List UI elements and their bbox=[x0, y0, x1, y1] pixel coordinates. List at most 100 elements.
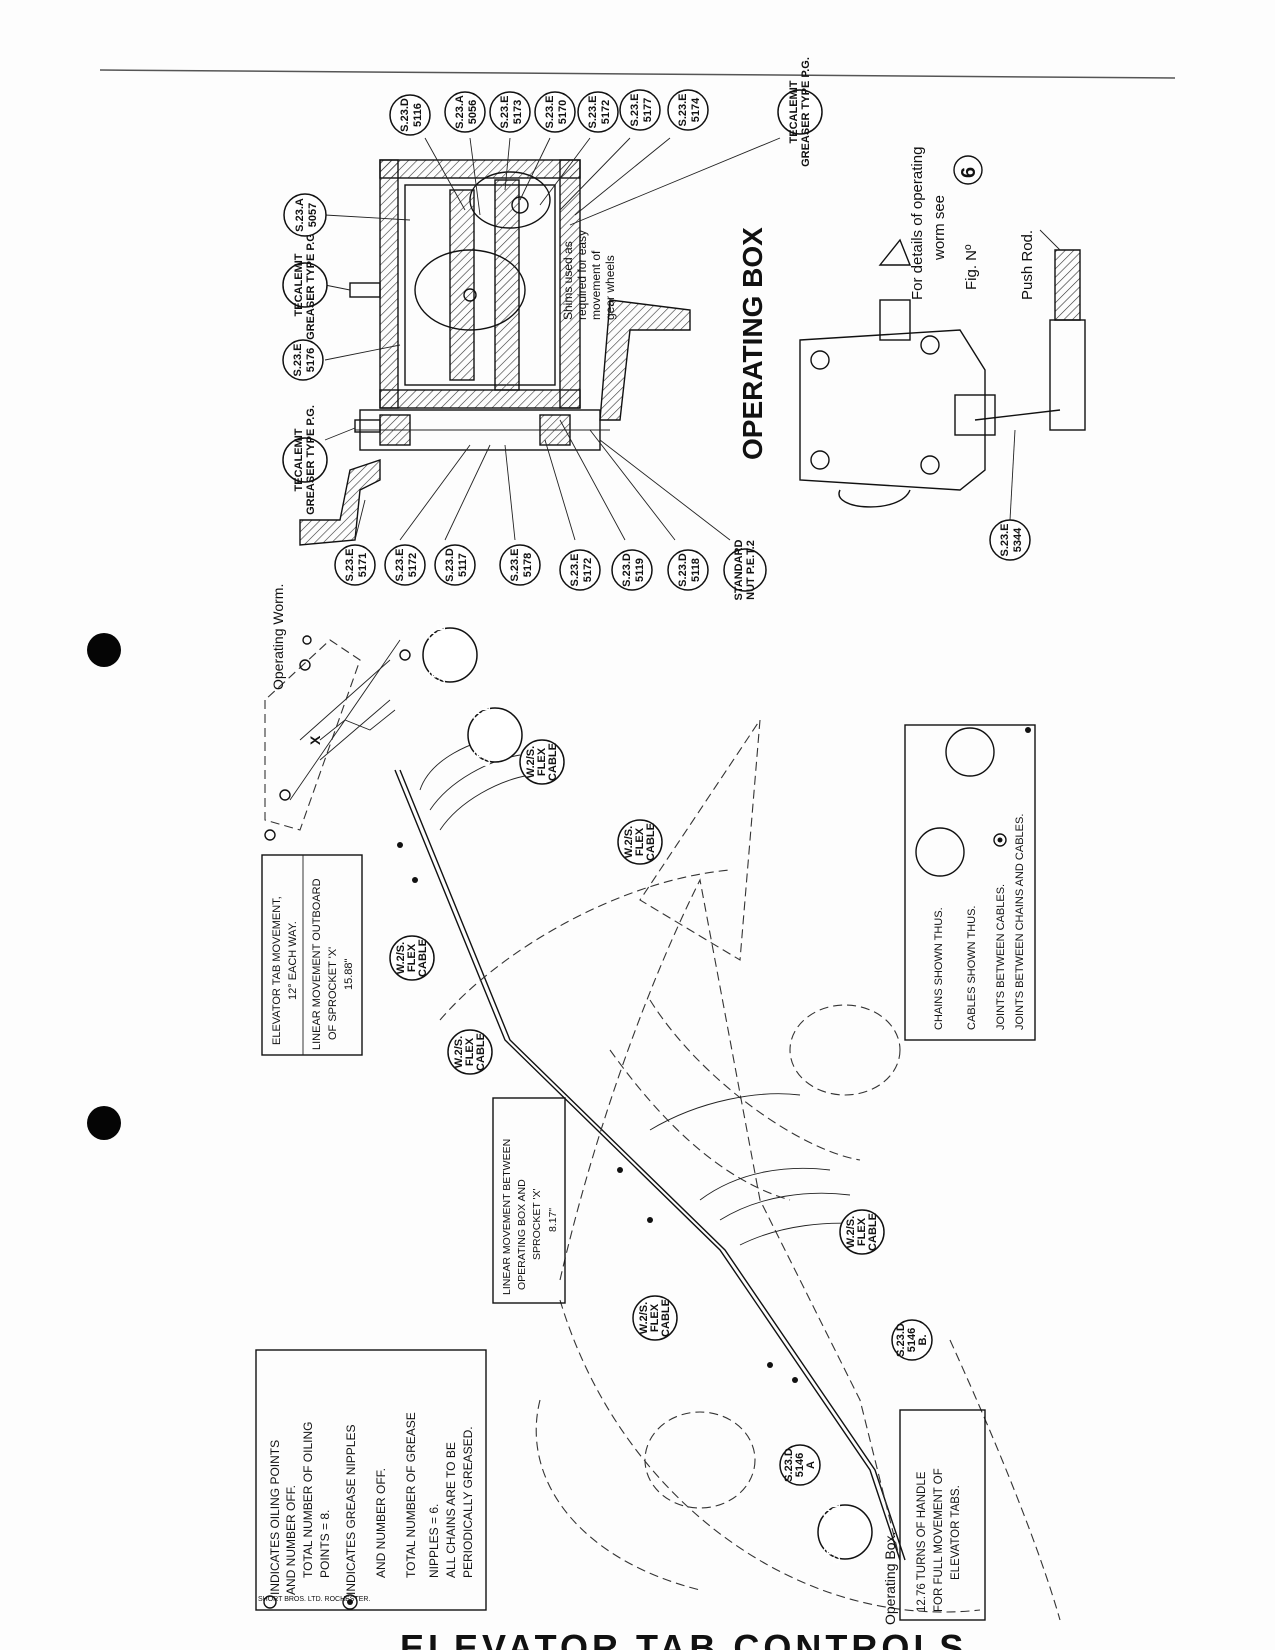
svg-text:CABLE: CABLE bbox=[475, 1033, 487, 1071]
svg-text:S.23.D: S.23.D bbox=[677, 553, 689, 587]
svg-text:Nº 110500: Nº 110500 bbox=[445, 629, 457, 680]
svg-text:OPERATING BOX AND: OPERATING BOX AND bbox=[516, 1179, 528, 1290]
svg-text:JOINTS BETWEEN CABLES.: JOINTS BETWEEN CABLES. bbox=[995, 884, 1007, 1030]
svg-text:S.23.A: S.23.A bbox=[294, 198, 306, 232]
svg-text:5172: 5172 bbox=[407, 553, 419, 577]
svg-text:5173: 5173 bbox=[512, 100, 524, 124]
svg-text:movement of: movement of bbox=[589, 250, 603, 320]
renold-callout-3: RENOLD CHAINETTE Nº 110500 28.0" bbox=[817, 1501, 873, 1564]
left-callout-leaders bbox=[324, 214, 411, 441]
figure-number: 6 bbox=[958, 167, 980, 178]
svg-text:TECALEMIT: TECALEMIT bbox=[293, 253, 305, 316]
svg-text:5178: 5178 bbox=[522, 553, 534, 577]
svg-text:GREASER TYPE P.G.: GREASER TYPE P.G. bbox=[305, 230, 317, 340]
sprocket-x-mark: X bbox=[307, 735, 323, 745]
svg-text:5057: 5057 bbox=[307, 203, 319, 227]
svg-text:Fig. Nº: Fig. Nº bbox=[963, 244, 980, 290]
svg-text:S.23.E: S.23.E bbox=[394, 548, 406, 581]
operating-box-side-view bbox=[799, 229, 1086, 521]
svg-text:B.: B. bbox=[917, 1335, 929, 1346]
svg-text:CABLES SHOWN THUS.: CABLES SHOWN THUS. bbox=[966, 906, 978, 1031]
svg-text:LINEAR MOVEMENT BETWEEN: LINEAR MOVEMENT BETWEEN bbox=[501, 1139, 513, 1295]
svg-text:Nº 110500: Nº 110500 bbox=[840, 1506, 852, 1557]
svg-text:S.23.E: S.23.E bbox=[292, 343, 304, 376]
legend-box: CHAINS SHOWN THUS. CABLES SHOWN THUS. JO… bbox=[904, 724, 1036, 1041]
svg-text:S.23.D: S.23.D bbox=[399, 98, 411, 132]
svg-text:5116: 5116 bbox=[412, 103, 424, 127]
header-rule bbox=[99, 69, 1176, 79]
svg-text:OF SPROCKET 'X': OF SPROCKET 'X' bbox=[327, 947, 339, 1040]
svg-text:RENOLD: RENOLD bbox=[427, 632, 439, 679]
svg-text:ELEVATOR TABS.: ELEVATOR TABS. bbox=[950, 1485, 962, 1580]
svg-text:5056: 5056 bbox=[467, 100, 479, 124]
svg-text:S.23.E: S.23.E bbox=[544, 95, 556, 128]
svg-text:INDICATES OILING POINTS: INDICATES OILING POINTS bbox=[268, 1440, 282, 1595]
svg-text:JOINTS BETWEEN CHAINS AND CABL: JOINTS BETWEEN CHAINS AND CABLES. bbox=[1014, 814, 1026, 1030]
svg-text:POINTS = 8.: POINTS = 8. bbox=[318, 1510, 332, 1578]
svg-text:Nº 110500: Nº 110500 bbox=[490, 709, 502, 760]
svg-text:S.23.E: S.23.E bbox=[509, 548, 521, 581]
svg-text:12° EACH WAY.: 12° EACH WAY. bbox=[287, 921, 299, 1000]
svg-text:S.23.D: S.23.D bbox=[621, 553, 633, 587]
svg-text:15.88": 15.88" bbox=[343, 958, 355, 990]
svg-text:S.23.E: S.23.E bbox=[999, 523, 1011, 556]
shims-note: Shims used as required for easy movement… bbox=[561, 230, 617, 320]
svg-text:AND NUMBER OFF.: AND NUMBER OFF. bbox=[374, 1468, 388, 1578]
svg-text:28.0": 28.0" bbox=[851, 1519, 863, 1546]
svg-text:NUT P.E.T.2: NUT P.E.T.2 bbox=[745, 540, 757, 600]
svg-text:ELEVATOR TAB MOVEMENT,: ELEVATOR TAB MOVEMENT, bbox=[271, 896, 283, 1045]
svg-text:5174: 5174 bbox=[690, 97, 702, 122]
svg-text:CHAINETTE: CHAINETTE bbox=[481, 704, 493, 767]
svg-text:CABLE: CABLE bbox=[867, 1213, 879, 1251]
svg-text:TOTAL NUMBER OF GREASE: TOTAL NUMBER OF GREASE bbox=[404, 1412, 418, 1578]
svg-text:TOTAL NUMBER OF OILING: TOTAL NUMBER OF OILING bbox=[301, 1422, 315, 1578]
svg-text:Shims used as: Shims used as bbox=[561, 241, 575, 320]
notes-box: INDICATES OILING POINTS AND NUMBER OFF. … bbox=[255, 1349, 487, 1611]
top-callout-leaders bbox=[424, 137, 781, 226]
svg-text:S.23.D: S.23.D bbox=[444, 548, 456, 582]
svg-text:5172: 5172 bbox=[600, 100, 612, 124]
bottom-callout-leaders bbox=[354, 419, 731, 541]
svg-text:NIPPLES = 6.: NIPPLES = 6. bbox=[427, 1504, 441, 1578]
svg-text:S.23.E: S.23.E bbox=[344, 548, 356, 581]
svg-text:RENOLD: RENOLD bbox=[822, 1509, 834, 1556]
svg-text:5118: 5118 bbox=[690, 558, 702, 582]
svg-text:STANDARD: STANDARD bbox=[733, 539, 745, 600]
operating-box-small-label: Operating Box. bbox=[882, 1532, 898, 1625]
push-rod-label: Push Rod. bbox=[1019, 230, 1036, 300]
svg-text:CHAINETTE: CHAINETTE bbox=[436, 624, 448, 687]
svg-text:CHAINETTE: CHAINETTE bbox=[831, 1501, 843, 1564]
svg-text:TECALEMIT: TECALEMIT bbox=[788, 80, 800, 143]
svg-text:5172: 5172 bbox=[582, 558, 594, 582]
svg-text:5177: 5177 bbox=[642, 98, 654, 122]
operating-worm-label: Operating Worm. bbox=[270, 584, 286, 690]
svg-text:S.23.A: S.23.A bbox=[454, 95, 466, 129]
svg-text:S.23.E: S.23.E bbox=[677, 93, 689, 126]
svg-text:worm see: worm see bbox=[931, 195, 948, 261]
svg-text:FLEX: FLEX bbox=[856, 1217, 868, 1246]
details-note: For details of operating worm see Fig. N… bbox=[909, 147, 1036, 300]
svg-text:PERIODICALLY GREASED.: PERIODICALLY GREASED. bbox=[461, 1426, 475, 1578]
handle-turns-box: 12.76 TURNS OF HANDLE FOR FULL MOVEMENT … bbox=[899, 1409, 986, 1621]
operating-worm-sketch bbox=[264, 635, 411, 841]
svg-text:W.2/S.: W.2/S. bbox=[453, 1036, 465, 1068]
svg-text:FLEX: FLEX bbox=[649, 1303, 661, 1332]
svg-text:W.2/S.: W.2/S. bbox=[638, 1302, 650, 1334]
